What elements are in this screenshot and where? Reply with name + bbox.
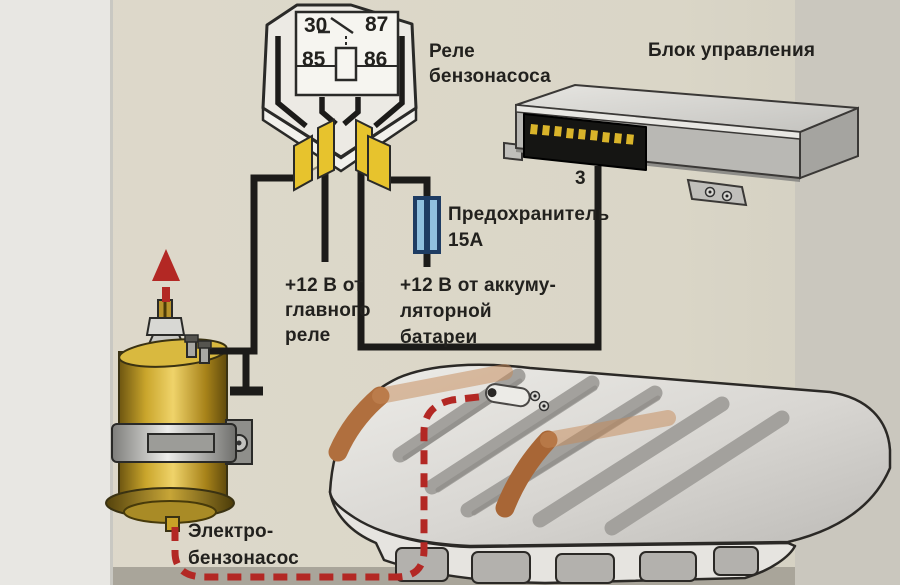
labels: +12 В от главного реле +12 В от аккуму- … xyxy=(188,275,556,569)
ecu-mount-tab-right xyxy=(686,178,748,207)
main-relay-feed-line1: +12 В от xyxy=(285,275,364,296)
wire-relay-to-ecu-pin3 xyxy=(357,160,602,351)
wiring xyxy=(206,160,602,388)
fuel-pump xyxy=(105,299,253,532)
battery-feed-line3: батареи xyxy=(400,327,477,348)
pump-label-line1: Электро- xyxy=(188,521,273,542)
relay-terminal-87-label: 87 xyxy=(365,13,388,36)
tank-fuel-fitting xyxy=(484,383,550,412)
ecu-connector-pins xyxy=(529,124,634,145)
left-page-margin xyxy=(0,0,112,585)
fuse-label-line1: Предохранитель xyxy=(448,204,609,225)
ecu-pin3-label: 3 xyxy=(575,168,586,189)
relay-terminal-blade xyxy=(317,118,335,180)
ecu-connector xyxy=(523,113,647,171)
fuel-tank xyxy=(328,363,892,585)
pump-hex-nut xyxy=(145,317,186,336)
control-unit xyxy=(503,83,859,207)
ecu-lid-lip xyxy=(515,104,801,140)
tank-ribs xyxy=(392,368,790,536)
wire-relay-to-fuse xyxy=(386,176,431,197)
relay-label-line2: бензонасоса xyxy=(429,66,551,87)
page-edge-line xyxy=(110,0,113,585)
tank-straps xyxy=(328,364,676,518)
wire-relay-to-pump xyxy=(206,174,300,355)
pump-terminals xyxy=(184,334,212,364)
fuse-label-line2: 15А xyxy=(448,230,484,251)
control-unit-label: Блок управления xyxy=(648,40,815,61)
relay-terminal-86-label: 86 xyxy=(364,48,387,71)
fuse-15a xyxy=(413,196,441,254)
relay-terminal-blade xyxy=(367,134,391,192)
battery-feed-line2: ляторной xyxy=(400,301,492,322)
fuel-pump-relay: 30 87 85 86 xyxy=(261,3,418,192)
pump-label-line2: бензонасос xyxy=(188,548,299,569)
relay-contact-arm xyxy=(330,16,354,35)
fuel-flow-arrow-icon xyxy=(152,249,180,281)
relay-terminal-30-label: 30 xyxy=(304,14,327,37)
fuel-line xyxy=(152,249,488,581)
battery-feed-line1: +12 В от аккуму- xyxy=(400,275,556,296)
main-relay-feed-line3: реле xyxy=(285,325,330,346)
relay-label-line1: Реле xyxy=(429,41,475,62)
relay-terminal-blade xyxy=(293,134,313,192)
relay-coil xyxy=(334,46,358,82)
fuel-line-tank-to-pump xyxy=(171,392,488,581)
main-relay-feed-line2: главного xyxy=(285,300,371,321)
relay-terminal-85-label: 85 xyxy=(302,48,326,71)
